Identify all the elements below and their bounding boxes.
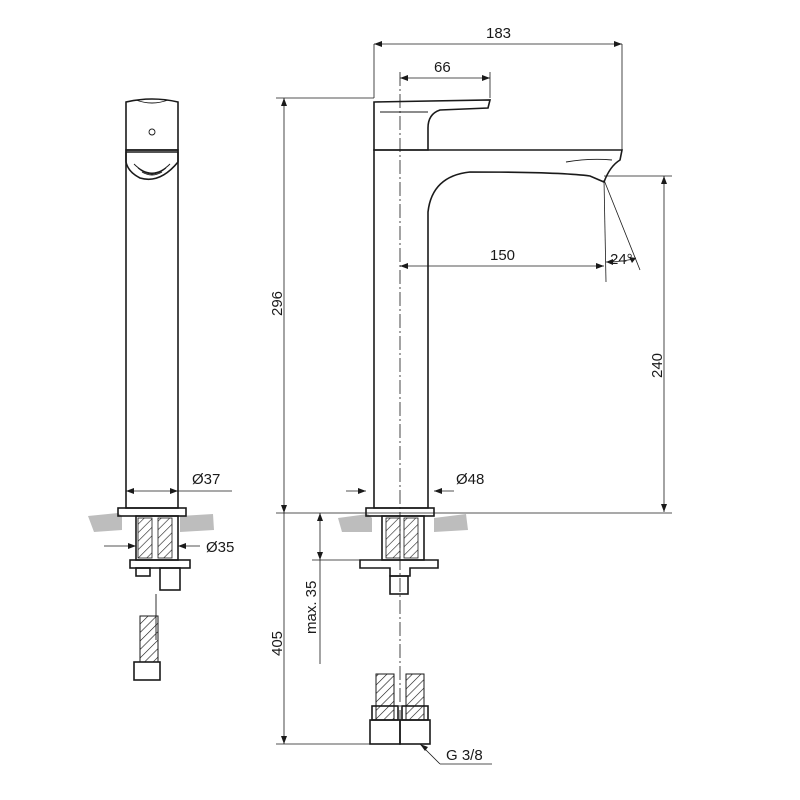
dim-base-diameter-front: Ø48 <box>456 471 484 488</box>
counter-top-left-b <box>180 514 214 532</box>
front-washer <box>359 559 439 577</box>
side-body <box>125 149 179 509</box>
indicator-dot <box>148 128 156 136</box>
dim-total-height: 296 <box>269 291 286 316</box>
counter-top-left <box>88 513 122 532</box>
dim-spray-angle: 24° <box>610 251 633 268</box>
side-view: Ø37 Ø35 <box>88 98 234 681</box>
dim-max-counter-thickness: max. 35 <box>303 581 320 634</box>
front-hose-right <box>405 673 425 721</box>
counter-top-right-b <box>434 514 468 532</box>
dim-lever-length: 66 <box>434 59 451 76</box>
dim-hose-connection: G 3/8 <box>446 747 483 764</box>
side-base-ring <box>117 507 187 517</box>
dim-hose-length: 405 <box>269 631 286 656</box>
dim-thread-diameter: Ø35 <box>206 539 234 556</box>
front-view: 24° 183 66 150 240 296 <box>269 25 672 765</box>
aerator <box>125 151 179 181</box>
front-handle <box>373 99 492 151</box>
side-hose <box>139 615 159 663</box>
front-hose-left <box>375 673 395 721</box>
dim-total-width: 183 <box>486 25 511 42</box>
counter-top-right-a <box>338 514 372 532</box>
front-body-spout <box>373 149 623 509</box>
dim-spout-reach: 150 <box>490 247 515 264</box>
side-nut <box>159 567 181 591</box>
dim-spout-height: 240 <box>649 353 666 378</box>
side-handle <box>125 98 179 151</box>
dim-base-diameter-side: Ø37 <box>192 471 220 488</box>
side-washer <box>129 559 191 569</box>
